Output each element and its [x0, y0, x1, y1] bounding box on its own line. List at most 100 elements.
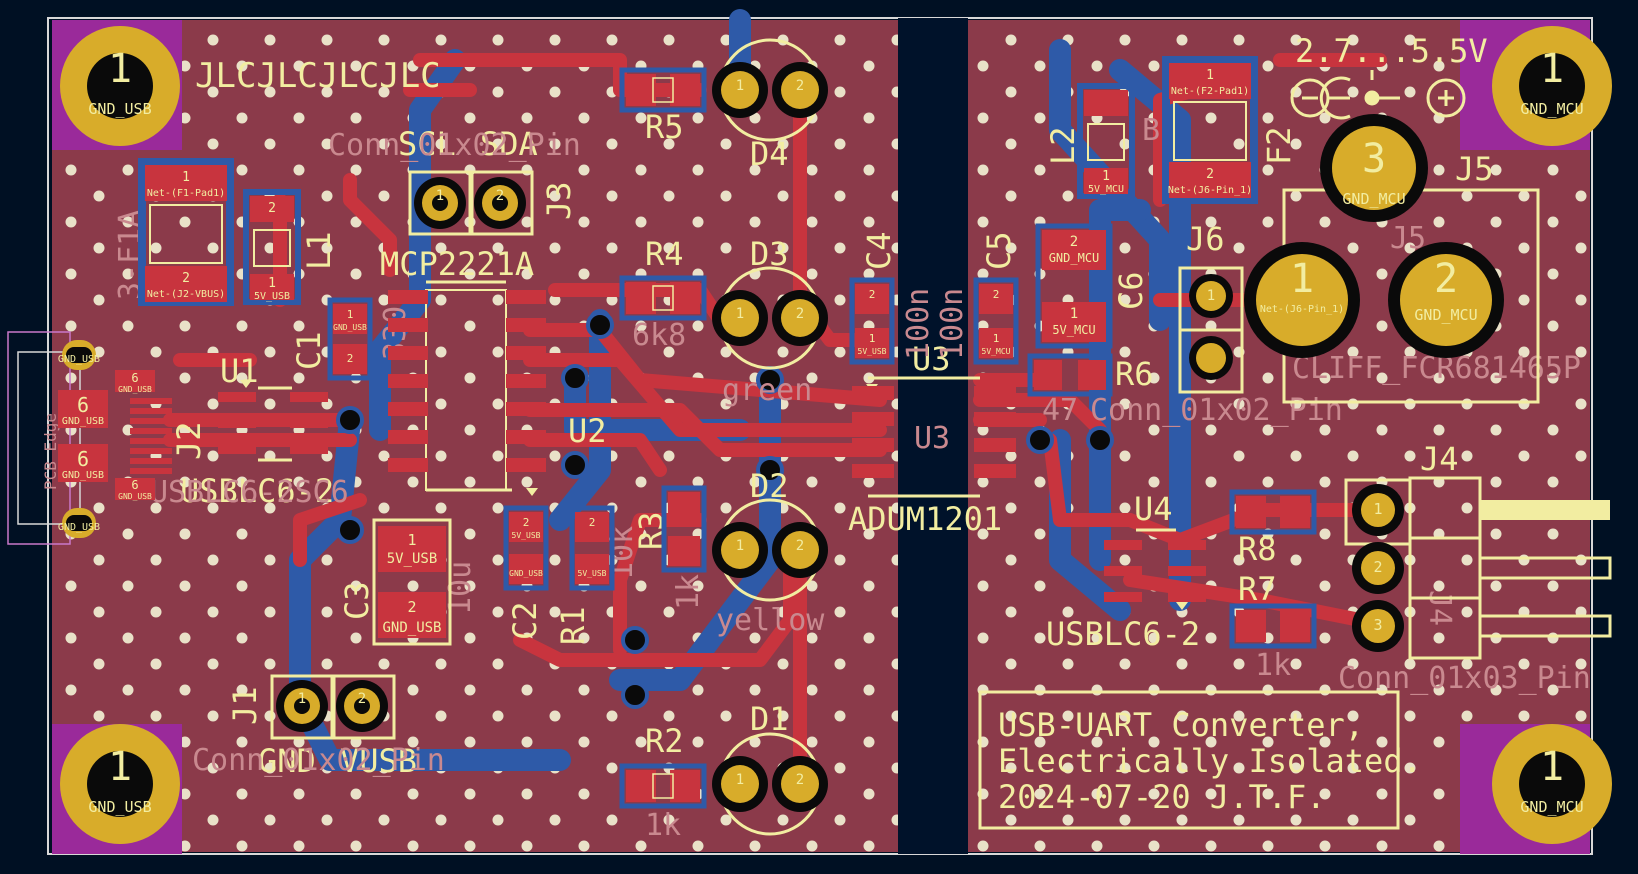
silk-label-c5: C5 [980, 231, 1018, 270]
pad-net-label: GND_MCU [1342, 190, 1405, 208]
silk-label-u3: U3 [912, 340, 951, 378]
pad-net-label: GND_MCU [1414, 306, 1477, 324]
usb-connector-j2: GND_USB GND_USB 6 GND_USB 6 GND_USB 6 GN… [58, 340, 172, 538]
pad-net-label: 5V_MCU [1088, 184, 1124, 195]
pad-number: 6 [131, 371, 138, 385]
pad-net-label: 5V_USB [512, 531, 541, 540]
silk-label-r5: R5 [645, 108, 684, 146]
fab-label-47: 47 [1042, 393, 1078, 428]
capacitor-c1: 1 GND_USB 2 [327, 297, 373, 381]
silk-label-f2: F2 [1260, 126, 1298, 165]
resistor-r5 [619, 67, 707, 113]
pad-number: 2 [1373, 558, 1382, 576]
pad-number: 1 [407, 531, 416, 549]
pad-net-label: 5V_USB [254, 291, 290, 302]
silk-label-c3: C3 [338, 581, 376, 620]
mounting-hole-net: GND_MCU [1520, 100, 1583, 118]
inductor-l2: 1 5V_MCU [1077, 83, 1135, 199]
silk-label-j3: J3 [540, 181, 578, 220]
isolation-slot [898, 18, 968, 854]
header-j6: 1 [1178, 266, 1244, 394]
pad-number: 1 [1373, 500, 1382, 518]
pad-number: 2 [589, 516, 596, 529]
resistor-r6 [1027, 353, 1113, 397]
pad-number: 1 [1290, 256, 1314, 302]
pad-number: 6 [77, 447, 89, 471]
silk-label-u2: U2 [568, 412, 607, 450]
resistor-r4 [619, 275, 707, 321]
silk-label-j6: J6 [1186, 220, 1225, 258]
pad-net-label: GND_USB [118, 492, 152, 501]
mounting-hole-bottom-left: 1 GND_USB [52, 724, 182, 854]
pad-number: 2 [796, 538, 804, 554]
pad-net-label: 5V_USB [578, 569, 607, 578]
pad-number: 6 [77, 393, 89, 417]
pad-number: 1 [736, 78, 744, 94]
pad-number: 1 [736, 306, 744, 322]
silk-label-c1: C1 [290, 331, 328, 370]
silk-label-r4: R4 [645, 235, 684, 273]
pad-net-label: GND_USB [509, 569, 543, 578]
capacitor-c4: 2 1 5V_USB [849, 277, 895, 365]
silk-jlc-marker: JLCJLCJLCJLC [195, 56, 441, 96]
usb-bridge-u2 [388, 280, 546, 496]
silk-label-r6: R6 [1115, 355, 1154, 393]
fab-label-usblc6-sc6: USBLC6-2SC6 [150, 475, 349, 510]
pad-number: 2 [407, 598, 416, 616]
fab-label-conn-top: Conn_01x02_Pin [328, 128, 581, 163]
fab-label-1k-r3: 1k [671, 574, 706, 610]
silk-label-vusb: VUSB [340, 742, 417, 780]
silk-label-j1: J1 [226, 686, 264, 725]
fab-label-conn-j4: Conn_01x03_Pin [1338, 661, 1591, 696]
silk-label-j4: J4 [1420, 440, 1459, 478]
silk-label-l2: L2 [1044, 126, 1082, 165]
silk-label-voltage: 2.7...5.5V [1295, 32, 1488, 70]
mounting-hole-number: 1 [108, 744, 132, 790]
pad-number: 2 [1434, 256, 1458, 302]
pad-number: 2 [268, 201, 276, 216]
mounting-hole-bottom-right: 1 GND_MCU [1460, 724, 1612, 854]
usb-connector-fab-outline [7, 331, 71, 545]
mounting-hole-number: 1 [108, 46, 132, 92]
pad-number: 2 [496, 188, 504, 204]
large-vias [336, 311, 1114, 709]
pad-number: 1 [1070, 306, 1078, 322]
pad-net-label: GND_USB [118, 385, 152, 394]
polarity-symbol [1290, 70, 1466, 120]
pad-number: 2 [796, 78, 804, 94]
header-j1: 1 2 [270, 674, 396, 740]
silk-label-r2: R2 [645, 722, 684, 760]
pad-number: 6 [131, 478, 138, 492]
fab-label-u3: U3 [914, 421, 950, 456]
pad-net-label: GND_USB [62, 470, 104, 481]
pad-number: 2 [869, 288, 876, 301]
mounting-hole-net: GND_USB [88, 798, 151, 816]
pad-number: 2 [1070, 234, 1078, 250]
resistor-r8 [1229, 489, 1317, 535]
capacitor-c3: 1 5V_USB 2 GND_USB [372, 518, 452, 646]
pad-net-label: GND_USB [62, 416, 104, 427]
mounting-hole-top-left: 1 GND_USB [52, 20, 182, 150]
pad-number: 1 [993, 332, 1000, 345]
fab-label-conn-j1: Conn_01x02_Pin [192, 743, 445, 778]
isolator-u3 [852, 376, 1016, 498]
pad-net-label: Net-(J2-VBUS) [147, 289, 225, 300]
power-jack-j5: 3 GND_MCU 1 Net-(J6-Pin_1) 2 GND_MCU [1244, 114, 1540, 404]
silk-label-l1: L1 [300, 231, 338, 270]
esd-protection-u4 [1104, 528, 1206, 610]
silk-label-u4: U4 [1134, 490, 1173, 528]
pad-number: 1 [182, 170, 190, 185]
fab-label-100n-c5: 100n [935, 288, 970, 360]
pad-number: 1 [869, 332, 876, 345]
fab-label-b: B [1142, 113, 1160, 148]
resistor-r2 [619, 763, 707, 809]
silk-label-usblc-right: USBLC6-2 [1046, 615, 1200, 653]
capacitor-c6: 2 GND_MCU 1 5V_MCU [1035, 223, 1113, 349]
led-d1: 1 2 [712, 732, 828, 836]
capacitor-c2: 2 5V_USB GND_USB [503, 505, 549, 591]
pad-number: 2 [796, 306, 804, 322]
fab-label-6k8: 6k8 [632, 318, 686, 353]
pad-number: 2 [358, 691, 366, 707]
resistor-r3 [661, 485, 707, 573]
inductor-l1: 2 1 5V_USB [243, 189, 301, 305]
